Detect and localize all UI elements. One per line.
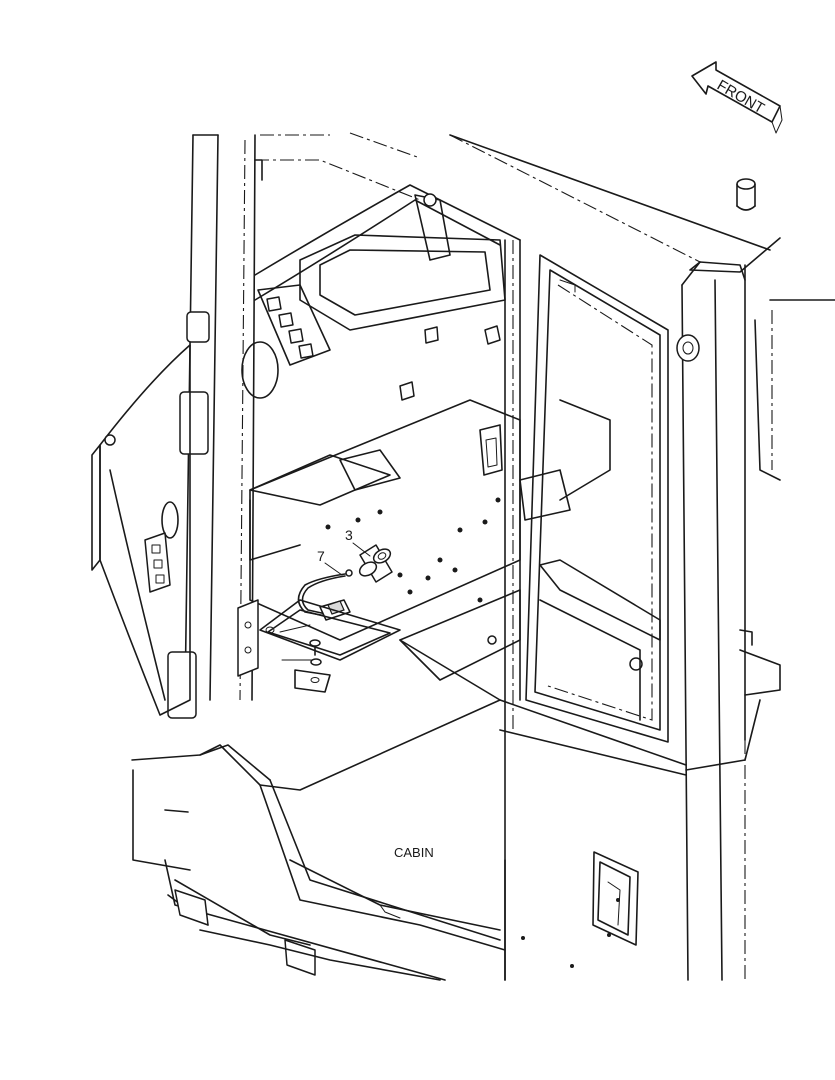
floor-plate (249, 399, 643, 701)
callout-7: 7 (317, 548, 325, 564)
front-label: FRONT (714, 77, 767, 118)
front-arrow: FRONT (691, 61, 783, 134)
access-panel (521, 851, 639, 968)
beacon-socket-assembly: 3 7 (237, 527, 401, 693)
cabin-roof (255, 132, 781, 273)
right-pillar (676, 261, 835, 981)
dashboard (241, 184, 521, 401)
left-pillar (167, 134, 263, 719)
cabin-lower-body (131, 699, 761, 981)
callout-3: 3 (345, 527, 353, 543)
cabin-label: CABIN (394, 845, 434, 860)
left-console (91, 344, 191, 871)
rear-shelf (519, 399, 753, 721)
right-edge-lines (739, 310, 781, 980)
